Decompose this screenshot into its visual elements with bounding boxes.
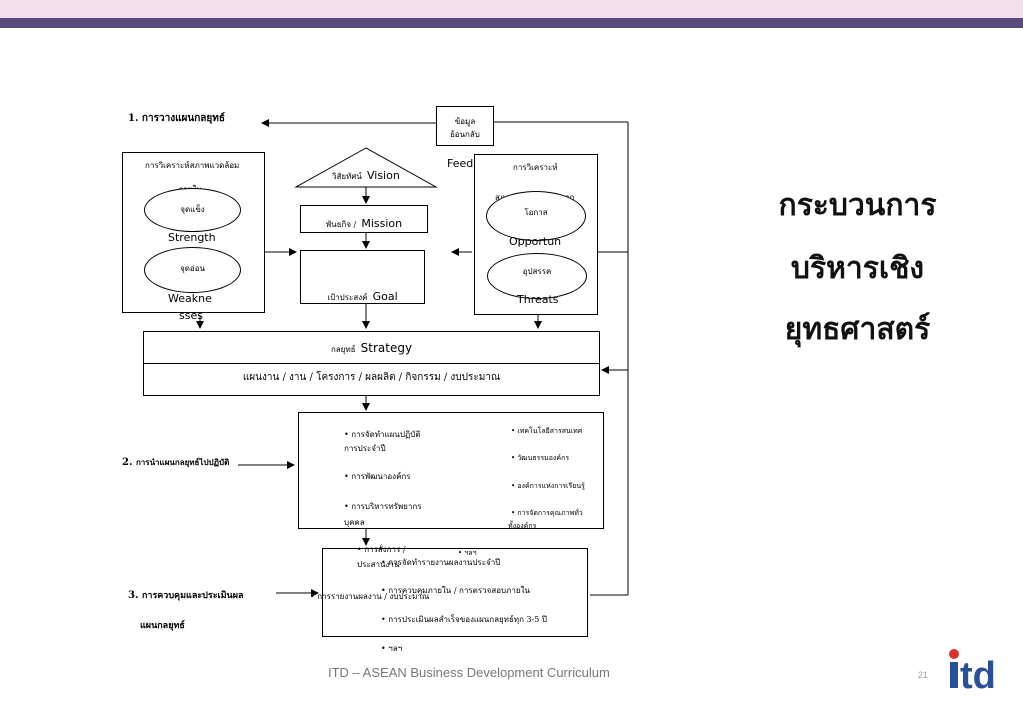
feedback-line1: ข้อมูล [454,117,476,126]
mission-th: พันธกิจ / [325,220,357,229]
implementation-box [298,412,604,529]
impl-right-4: • การจัดการคุณภาพทั่ว [511,509,583,517]
strategy-th: กลยุทธ์ [330,345,356,354]
feedback-box: ข้อมูล ย้อนกลับ [436,106,494,146]
slide-title-line3: ยุทธศาสตร์ [784,312,931,347]
impl-left-7: ประสานงาน [357,560,400,569]
logo-text: td [960,655,996,696]
step3-label: 3. การควบคุมและประเมินผล [128,588,244,602]
step2-label: 2. การนำแผนกลยุทธ์ไปปฏิบัติ [122,456,229,469]
step1-label: 1. การวางแผนกลยุทธ์ [128,113,225,124]
strategy-divider [144,363,599,364]
impl-right-2: • วัฒนธรรมองค์กร [511,454,570,462]
strength-th: จุดแข็ง [180,205,205,214]
control-box [322,548,588,637]
threat-th: อุปสรรค [522,267,552,276]
impl-left-1: • การจัดทำแผนปฏิบัติ [344,430,421,439]
weakness-ellipse: จุดอ่อน [144,247,241,293]
vision-th: วิสัยทัศน์ [332,172,362,181]
threat-en: Threats [517,293,559,306]
step3-number: 3. [128,590,139,601]
impl-right-5: ทั้งองค์กร [508,522,537,530]
slide-title-line1: กระบวนการ [778,188,937,223]
step2-number: 2. [122,457,133,468]
impl-left-2: การประจำปี [344,444,386,453]
opportunity-th: โอกาส [524,208,548,217]
strength-ellipse: จุดแข็ง [144,188,241,232]
strategy-en: Strategy [360,341,413,355]
vision-label: วิสัยทัศน์ Vision [332,164,400,183]
step3-text-line2: แผนกลยุทธ์ [140,621,185,631]
weakness-en-line2: sses [179,309,203,322]
mission-label: พันธกิจ / Mission [301,212,427,231]
slide-footer: ITD – ASEAN Business Development Curricu… [328,665,610,680]
plans-label: แผนงาน / งาน / โครงการ / ผลผลิต / กิจกรร… [242,372,501,383]
impl-left-6: • การสั่งการ / [357,545,406,554]
impl-right-3: • องค์การแห่งการเรียนรู้ [511,482,585,490]
impl-left-4: • การบริหารทรัพยากร [344,502,422,511]
internal-title: การวิเคราะห์สภาพแวดล้อม [145,161,240,170]
impl-left-3: • การพัฒนาองค์กร [344,472,411,481]
step3-text-line1: การควบคุมและประเมินผล [141,591,244,601]
top-stripe [0,18,1023,28]
top-band [0,0,1023,18]
vision-en: Vision [366,169,400,182]
impl-right-6: • ฯลฯ [458,549,477,557]
goal-label: เป้าประสงค์ Goal [301,285,424,304]
strategy-box: กลยุทธ์ Strategy แผนงาน / งาน / โครงการ … [143,331,600,396]
opportunity-ellipse: โอกาส [486,191,586,241]
weakness-en-line1: Weakne [168,292,212,305]
goal-box: เป้าประสงค์ Goal [300,250,425,304]
control-item-3: • การประเมินผลสำเร็จของแผนกลยุทธ์ทุก 3-5… [381,615,547,624]
opportunity-en: Opportun [509,235,562,248]
feedback-line2: ย้อนกลับ [450,130,480,139]
goal-en: Goal [372,290,398,303]
mission-box: พันธกิจ / Mission [300,205,428,233]
goal-th: เป้าประสงค์ [327,293,368,302]
control-item-4: • ฯลฯ [381,644,403,653]
mission-en: Mission [361,217,403,230]
control-item-2: • การควบคุมภายใน / การตรวจสอบภายใน [381,586,530,595]
itd-logo: td [946,644,996,696]
weakness-th: จุดอ่อน [180,264,205,273]
impl-left-5: บุคคล [344,518,365,527]
external-title: การวิเคราะห์ [513,163,558,172]
strategy-label: กลยุทธ์ Strategy [144,337,599,356]
control-item-1: • การจัดทำรายงานผลงานประจำปี [381,558,501,567]
impl-right-1: • เทคโนโลยีสารสนเทศ [511,427,583,435]
page-number: 21 [918,670,929,680]
strength-en: Strength [168,231,216,244]
threat-ellipse: อุปสรรค [487,253,587,299]
control-left-item: • การรายงานผลงาน / งบประมาณ [310,592,430,601]
step2-text: การนำแผนกลยุทธ์ไปปฏิบัติ [135,457,230,467]
slide-title-line2: บริหารเชิง [790,251,925,286]
